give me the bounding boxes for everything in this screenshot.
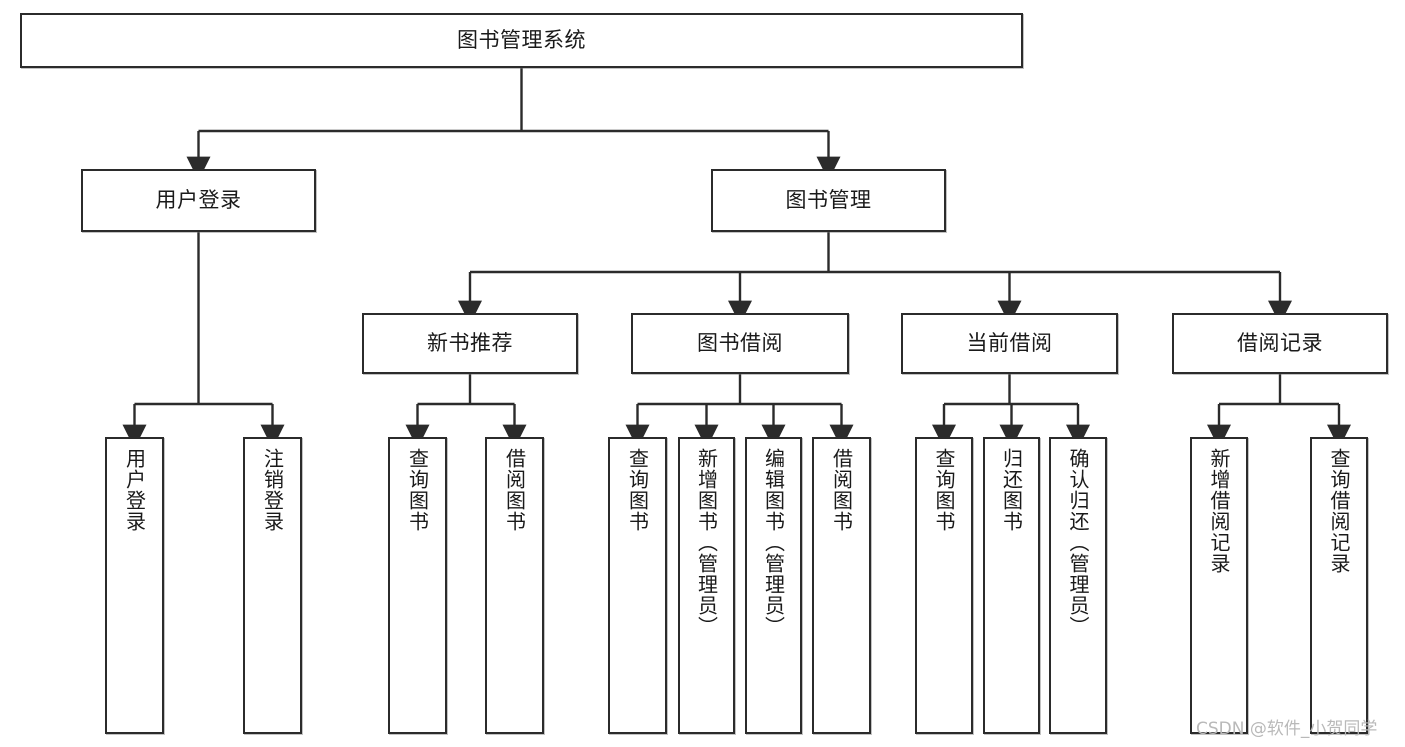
node-leaf-confirm-return-admin[interactable]: 确认归还（管理员） [1049,437,1107,734]
node-label-user-login: 用户登录 [155,188,242,213]
node-label-leaf-logout-login: 注销登录 [260,448,285,532]
node-leaf-borrow-book-recommend[interactable]: 借阅图书 [485,437,544,734]
node-label-leaf-add-borrow-record: 新增借阅记录 [1207,448,1231,574]
node-label-book-borrow: 图书借阅 [697,331,783,356]
node-leaf-query-book-borrow[interactable]: 查询图书 [608,437,667,734]
node-leaf-add-borrow-record[interactable]: 新增借阅记录 [1190,437,1248,734]
node-leaf-logout-login[interactable]: 注销登录 [243,437,302,734]
node-label-leaf-query-book-current: 查询图书 [932,448,956,532]
node-label-leaf-add-book-admin: 新增图书（管理员） [694,448,719,637]
node-label-root: 图书管理系统 [457,28,586,53]
node-borrow-record[interactable]: 借阅记录 [1172,313,1388,374]
node-current-borrow[interactable]: 当前借阅 [901,313,1118,374]
node-root[interactable]: 图书管理系统 [20,13,1023,68]
node-leaf-add-book-admin[interactable]: 新增图书（管理员） [678,437,735,734]
node-label-new-book-recommend: 新书推荐 [427,331,513,356]
node-label-leaf-query-borrow-record: 查询借阅记录 [1327,448,1351,574]
node-label-current-borrow: 当前借阅 [966,331,1053,356]
node-leaf-query-borrow-record[interactable]: 查询借阅记录 [1310,437,1368,734]
node-label-book-manage: 图书管理 [785,188,872,213]
node-book-manage[interactable]: 图书管理 [711,169,946,232]
node-label-leaf-borrow-book: 借阅图书 [829,448,854,532]
node-book-borrow[interactable]: 图书借阅 [631,313,849,374]
node-label-leaf-user-login: 用户登录 [122,448,147,532]
node-label-leaf-return-book: 归还图书 [999,448,1024,532]
node-label-leaf-query-book-recommend: 查询图书 [405,448,430,532]
node-label-leaf-query-book-borrow: 查询图书 [625,448,650,532]
node-new-book-recommend[interactable]: 新书推荐 [362,313,578,374]
csdn-watermark: CSDN @软件_小贺同学 [1196,719,1378,739]
node-user-login[interactable]: 用户登录 [81,169,316,232]
node-leaf-borrow-book[interactable]: 借阅图书 [812,437,871,734]
node-leaf-query-book-recommend[interactable]: 查询图书 [388,437,447,734]
node-label-leaf-edit-book-admin: 编辑图书（管理员） [761,448,786,637]
node-label-leaf-confirm-return-admin: 确认归还（管理员） [1066,448,1090,637]
node-leaf-query-book-current[interactable]: 查询图书 [915,437,973,734]
node-leaf-return-book[interactable]: 归还图书 [983,437,1040,734]
node-leaf-user-login[interactable]: 用户登录 [105,437,164,734]
node-label-leaf-borrow-book-recommend: 借阅图书 [502,448,527,532]
node-leaf-edit-book-admin[interactable]: 编辑图书（管理员） [745,437,802,734]
node-label-borrow-record: 借阅记录 [1237,331,1323,356]
